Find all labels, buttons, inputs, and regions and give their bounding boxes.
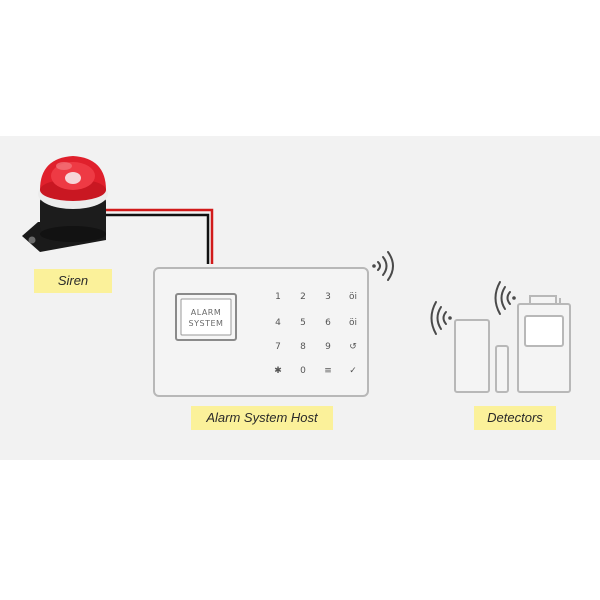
keypad: 1 2 3 öi 4 5 6 öi 7 8 9 ↺ ✱ 0 ≡ ✓ (274, 292, 357, 376)
detector-wifi-signal-icon-right (494, 281, 516, 315)
keypad-key: ↺ (349, 342, 357, 352)
screen-line-2: SYSTEM (189, 319, 224, 328)
keypad-key: 6 (325, 318, 331, 328)
siren-wires (106, 208, 214, 264)
keypad-key: öi (349, 318, 357, 328)
diagram-canvas: ALARM SYSTEM 1 2 3 öi 4 5 6 öi 7 8 9 ↺ ✱ 0 ≡ ✓ (22, 156, 571, 397)
keypad-key: 3 (325, 292, 331, 302)
keypad-key: 5 (300, 318, 306, 328)
detectors-label: Detectors (474, 406, 556, 430)
alarm-host-panel: ALARM SYSTEM 1 2 3 öi 4 5 6 öi 7 8 9 ↺ ✱ 0 ≡ ✓ (153, 267, 369, 397)
host-label: Alarm System Host (191, 406, 333, 430)
keypad-key: 8 (300, 342, 306, 352)
keypad-key: ✓ (349, 366, 357, 376)
keypad-key: 2 (300, 292, 306, 302)
keypad-key: ✱ (274, 366, 282, 376)
keypad-key: 9 (325, 342, 331, 352)
keypad-key: ≡ (324, 366, 332, 376)
screen-line-1: ALARM (191, 308, 222, 317)
keypad-key: 7 (275, 342, 281, 352)
keypad-key: öi (349, 292, 357, 302)
detector-wifi-signal-icon-left (430, 301, 452, 335)
keypad-key: 4 (275, 318, 281, 328)
siren-icon (22, 156, 108, 252)
keypad-key: 1 (275, 292, 281, 302)
door-sensor-icon (454, 319, 509, 393)
diagram-stage: ALARM SYSTEM 1 2 3 öi 4 5 6 öi 7 8 9 ↺ ✱ 0 ≡ ✓ (0, 136, 600, 460)
keypad-key: 0 (300, 366, 306, 376)
host-wifi-signal-icon (372, 251, 394, 281)
siren-label: Siren (34, 269, 112, 293)
pir-sensor-icon (517, 295, 571, 393)
